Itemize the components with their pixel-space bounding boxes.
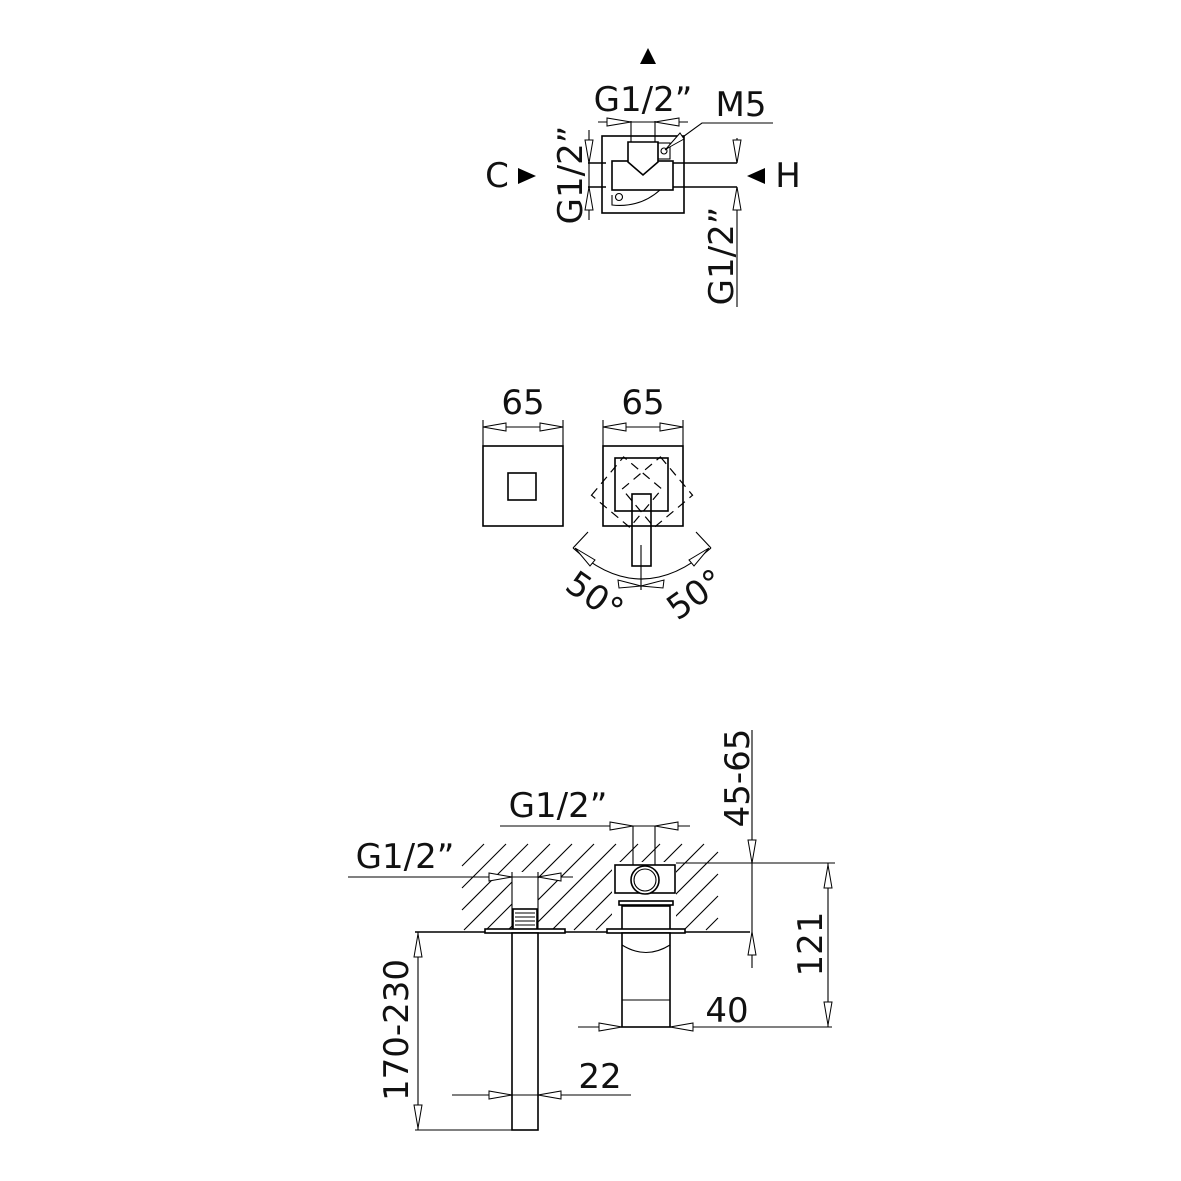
hot-label: H	[775, 156, 801, 196]
hatch-line	[551, 843, 639, 931]
spout-width-label: 22	[578, 1057, 621, 1097]
spout-thread	[512, 908, 538, 931]
cold-label: C	[485, 156, 509, 196]
hatch-line	[705, 917, 719, 931]
spout-thread-label: G1/2”	[356, 837, 455, 877]
wall-depth-label: 45-65	[718, 729, 758, 828]
wall-hatching	[461, 843, 719, 931]
rotation-right-label: 50°	[660, 561, 732, 628]
spout	[511, 932, 539, 1131]
spout-outlet	[507, 472, 537, 501]
handle-rotated-right-outline	[621, 456, 694, 529]
mixer-plate	[602, 445, 684, 527]
front-view: 65 65 50° 50°	[482, 383, 732, 631]
hatch-line	[683, 895, 719, 931]
spout-plate	[482, 445, 564, 527]
hatch-line	[463, 843, 551, 931]
mixer-handle-base	[614, 457, 669, 512]
hatch-line	[461, 843, 485, 867]
mixer-projection-label: 121	[791, 912, 831, 977]
outlet-thread-label: G1/2”	[594, 80, 693, 120]
cartridge-lug	[611, 189, 661, 206]
handle-diameter-label: 40	[705, 991, 748, 1031]
side-view: G1/2” 170-230 22 G1/2” 45-65	[348, 729, 835, 1131]
hot-thread-label: G1/2”	[702, 207, 742, 306]
spout-width-label: 65	[501, 383, 544, 423]
outlet-tee	[627, 141, 659, 177]
mixer-inlet-pipe	[630, 865, 660, 895]
mixer-width-label: 65	[621, 383, 664, 423]
cartridge-sleeve	[621, 905, 671, 933]
hot-pipe	[673, 162, 737, 188]
hatch-line	[529, 843, 617, 931]
cold-pipe	[588, 162, 606, 188]
top-view: G1/2” M5 C H G1/2” G1/2”	[485, 48, 801, 307]
m5-screw-hole	[660, 147, 668, 155]
valve-housing-outline	[601, 135, 685, 214]
hatch-line	[461, 843, 507, 889]
mixer-handle	[621, 932, 671, 1028]
cold-inlet-arrow-icon	[518, 168, 536, 184]
spout-projection-dimension	[415, 932, 538, 1131]
mixer-thread-label: G1/2”	[509, 786, 608, 826]
screw-boss	[657, 142, 671, 160]
spout-width-dimension	[482, 420, 564, 446]
outlet-stem	[630, 121, 656, 142]
spout-connector	[511, 872, 539, 930]
cartridge-flange	[618, 900, 674, 906]
spout-projection-label: 170-230	[377, 959, 417, 1101]
mixer-outlet-stem	[632, 826, 656, 866]
handle-curve	[621, 944, 671, 954]
mixer-width-dimension	[602, 420, 684, 446]
outlet-direction-arrow-icon	[640, 48, 656, 64]
cold-thread-label: G1/2”	[551, 126, 591, 225]
m5-label: M5	[716, 85, 767, 125]
rotation-left-label: 50°	[558, 563, 630, 630]
screw-hole	[614, 192, 624, 202]
hot-inlet-arrow-icon	[747, 168, 765, 184]
